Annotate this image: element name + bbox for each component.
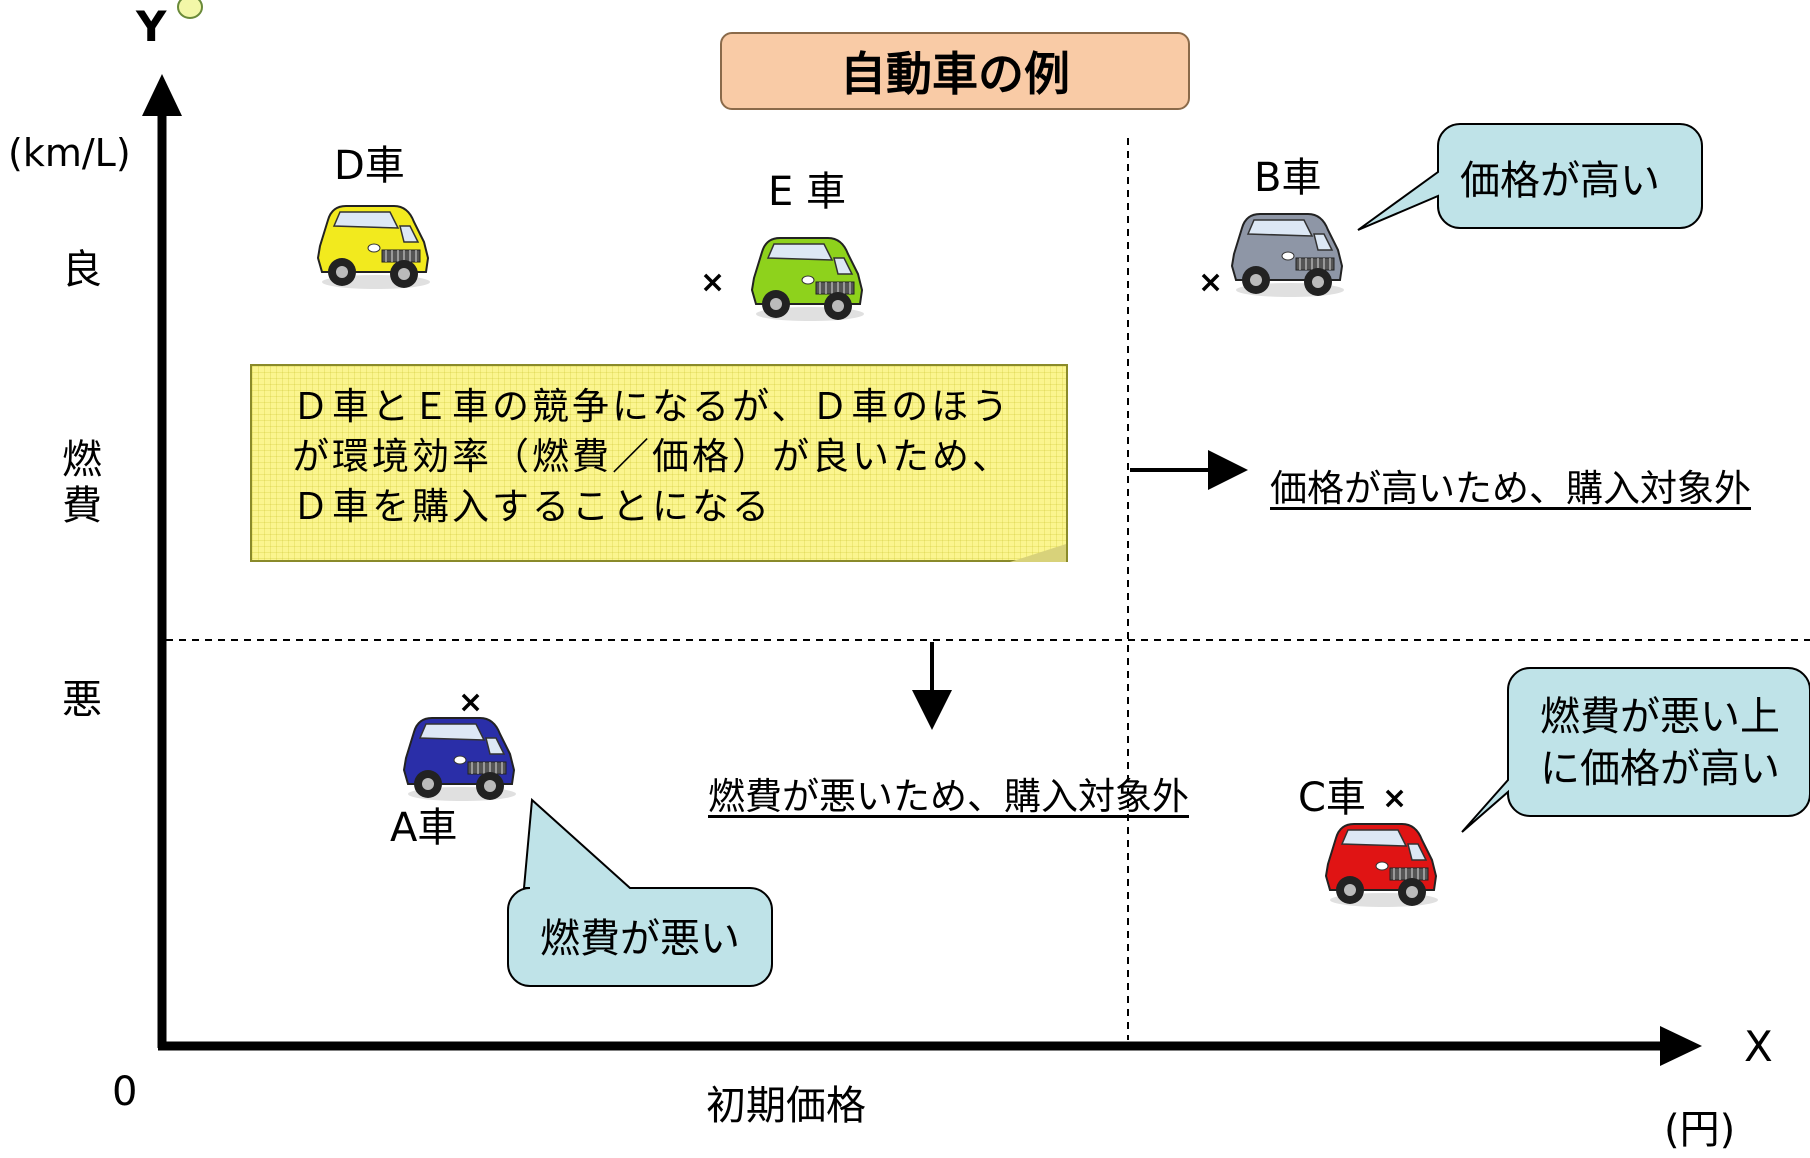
car-a-marker: × [458, 685, 484, 720]
y-axis-title-line2: 費 [62, 483, 102, 529]
y-axis-title-line1: 燃 [62, 437, 102, 483]
car-drawing [1324, 823, 1438, 907]
y-axis-arrowhead [142, 74, 182, 116]
x-axis-title: 初期価格 [706, 1083, 866, 1129]
car-d-icon [312, 196, 434, 296]
car-c-marker: × [1382, 781, 1408, 816]
y-axis-ornament [177, 0, 203, 19]
callout-c-text-line2: に価格が高い [1540, 746, 1780, 792]
car-d-label: D車 [334, 143, 405, 189]
car-c-label: C車 [1298, 775, 1366, 821]
callout-c-text-line1: 燃費が悪い上 [1540, 694, 1780, 740]
y-axis-unit: (km/L) [8, 131, 131, 175]
car-b-icon [1226, 204, 1348, 304]
car-e-label: E 車 [768, 169, 846, 215]
x-axis-unit: (円) [1664, 1107, 1736, 1153]
car-b-label: B車 [1254, 155, 1322, 201]
page-title: 自動車の例 [720, 32, 1190, 110]
car-drawing [316, 205, 430, 289]
y-tick-bad: 悪 [62, 677, 102, 723]
car-e-icon [746, 228, 868, 328]
car-b-marker: × [1198, 265, 1224, 300]
callout-a [507, 797, 773, 987]
car-a-label: A車 [390, 805, 458, 851]
callout-c [1461, 667, 1810, 833]
callout-b-text: 価格が高い [1460, 158, 1660, 204]
fuel-bad-exclusion-text: 燃費が悪いため、購入対象外 [708, 775, 1189, 818]
car-drawing [1230, 213, 1344, 297]
x-axis-label: X [1744, 1022, 1773, 1071]
note-fold-corner [1010, 544, 1066, 562]
car-drawing [750, 237, 864, 321]
car-c-icon [1320, 814, 1442, 914]
origin-label: 0 [112, 1069, 138, 1115]
car-a-icon [398, 708, 520, 808]
price-high-exclusion-text: 価格が高いため、購入対象外 [1270, 467, 1751, 510]
callout-b [1357, 123, 1703, 231]
explanation-note: Ｄ車とＥ車の競争になるが、Ｄ車のほうが環境効率（燃費／価格）が良いため、Ｄ車を購… [250, 364, 1068, 562]
callout-a-text: 燃費が悪い [540, 916, 740, 962]
car-drawing [402, 717, 516, 801]
x-axis-arrowhead [1660, 1026, 1702, 1066]
y-axis-label: Y [136, 2, 167, 51]
y-tick-good: 良 [62, 247, 102, 293]
car-e-marker: × [700, 265, 726, 300]
